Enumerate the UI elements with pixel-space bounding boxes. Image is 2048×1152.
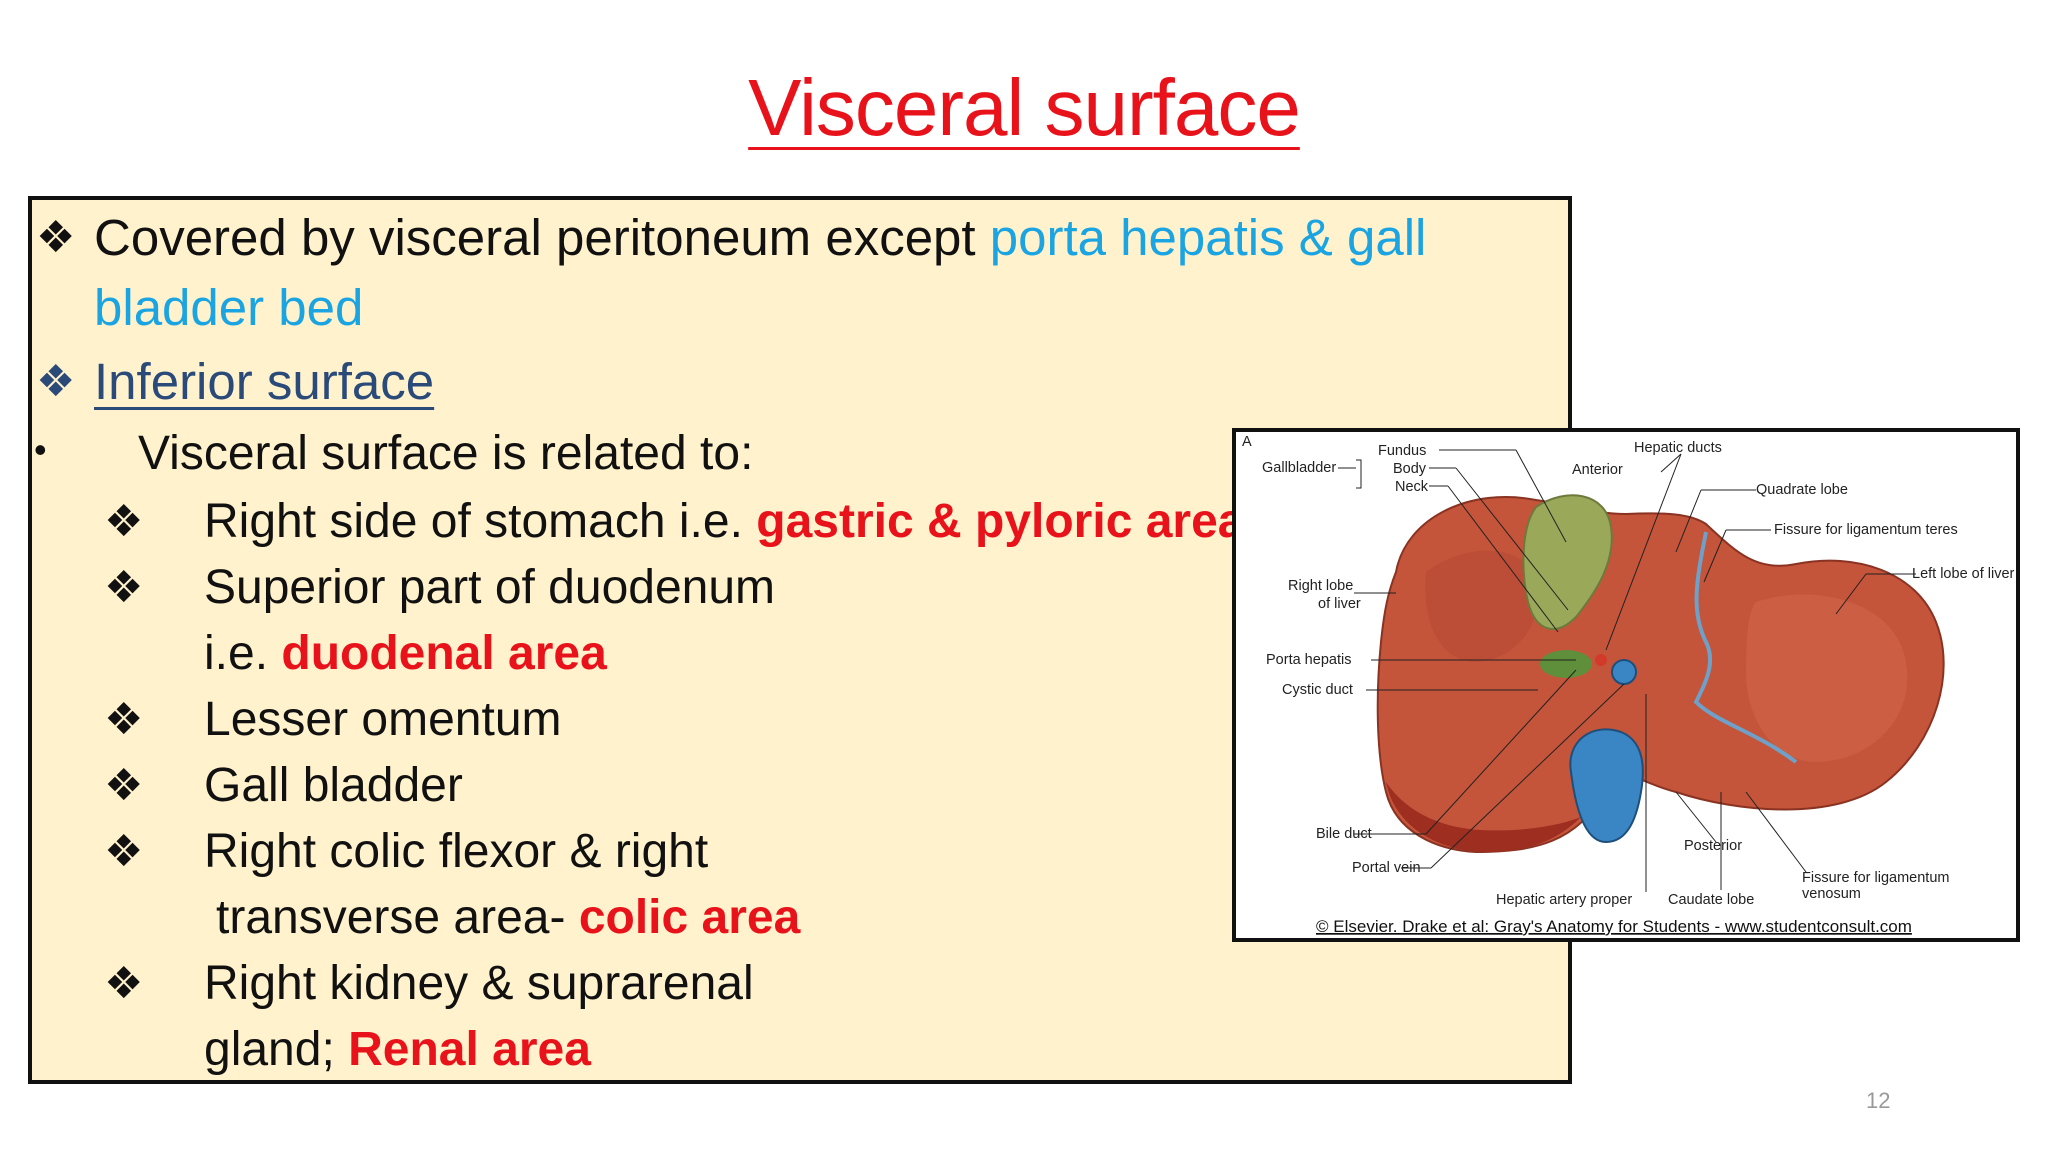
liver-rim <box>1386 782 1581 852</box>
item-colic-flexure-cont: transverse area- colic area <box>216 891 801 944</box>
right-lobe-shade <box>1425 550 1538 662</box>
figure-credit: © Elsevier. Drake et al: Gray's Anatomy … <box>1316 917 1912 936</box>
label-porta-hepatis: Porta hepatis <box>1266 652 1351 668</box>
label-hepatic-ducts: Hepatic ducts <box>1634 440 1722 456</box>
label-fundus: Fundus <box>1378 443 1426 459</box>
diamond-bullet-icon: ❖ <box>104 563 144 612</box>
label-caudate-lobe: Caudate lobe <box>1668 892 1754 908</box>
fissure-line <box>1693 531 1798 764</box>
label-right-lobe-cont: of liver <box>1318 596 1361 612</box>
slide-title: Visceral surface <box>748 63 1301 152</box>
label-right-lobe: Right lobe <box>1288 578 1353 594</box>
item-kidney: Right kidney & suprarenal <box>204 957 754 1010</box>
label-hepatic-artery: Hepatic artery proper <box>1496 892 1632 908</box>
cystic-duct-shape <box>1540 650 1592 678</box>
label-cystic-duct: Cystic duct <box>1282 682 1353 698</box>
label-anterior: Anterior <box>1572 462 1623 478</box>
item-stomach: Right side of stomach i.e. gastric & pyl… <box>204 495 1272 548</box>
bullet-covered-peritoneum: Covered by visceral peritoneum except po… <box>94 209 1427 266</box>
gallbladder-shape <box>1522 494 1613 630</box>
diamond-bullet-icon: ❖ <box>36 213 76 262</box>
label-bile-duct: Bile duct <box>1316 826 1372 842</box>
item-duodenum-cont: i.e. duodenal area <box>204 627 607 680</box>
label-fissure-teres: Fissure for ligamentum teres <box>1774 522 1958 538</box>
label-gallbladder: Gallbladder <box>1262 460 1336 476</box>
figure-corner-label: A <box>1242 434 1252 450</box>
item-colic-flexure: Right colic flexor & right <box>204 825 709 878</box>
diamond-bullet-icon: ❖ <box>104 497 144 546</box>
item-duodenum: Superior part of duodenum <box>204 561 776 614</box>
related-to-heading: Visceral surface is related to: <box>138 427 754 480</box>
page-number: 12 <box>1866 1088 1891 1113</box>
vena-cava-shape <box>1569 728 1644 844</box>
bullet-covered-peritoneum-cont: bladder bed <box>94 279 364 336</box>
diamond-bullet-icon: ❖ <box>36 357 76 406</box>
label-quadrate-lobe: Quadrate lobe <box>1756 482 1848 498</box>
label-left-lobe: Left lobe of liver <box>1912 566 2015 582</box>
label-neck: Neck <box>1395 479 1429 495</box>
label-posterior: Posterior <box>1684 838 1742 854</box>
diamond-bullet-icon: ❖ <box>104 827 144 876</box>
label-fissure-venosum: Fissure for ligamentum <box>1802 870 1949 886</box>
artery-shape <box>1595 654 1607 666</box>
leader-lines <box>1338 449 1916 892</box>
item-lesser-omentum: Lesser omentum <box>204 693 562 746</box>
label-fissure-venosum-cont: venosum <box>1802 886 1861 902</box>
liver-diagram-figure: A Gallbladder Fundus Body Neck Anterior … <box>1232 428 2020 942</box>
item-kidney-cont: gland; Renal area <box>204 1023 591 1076</box>
left-lobe-shade <box>1746 594 1908 762</box>
liver-diagram: A Gallbladder Fundus Body Neck Anterior … <box>1242 434 2015 936</box>
portal-branch-shape <box>1611 659 1637 685</box>
inferior-surface-link[interactable]: Inferior surface <box>94 353 435 410</box>
label-body: Body <box>1393 461 1427 477</box>
diamond-bullet-icon: ❖ <box>104 959 144 1008</box>
label-portal-vein: Portal vein <box>1352 860 1421 876</box>
round-bullet-icon: • <box>34 429 47 470</box>
item-gall-bladder: Gall bladder <box>204 759 463 812</box>
diamond-bullet-icon: ❖ <box>104 761 144 810</box>
diamond-bullet-icon: ❖ <box>104 695 144 744</box>
